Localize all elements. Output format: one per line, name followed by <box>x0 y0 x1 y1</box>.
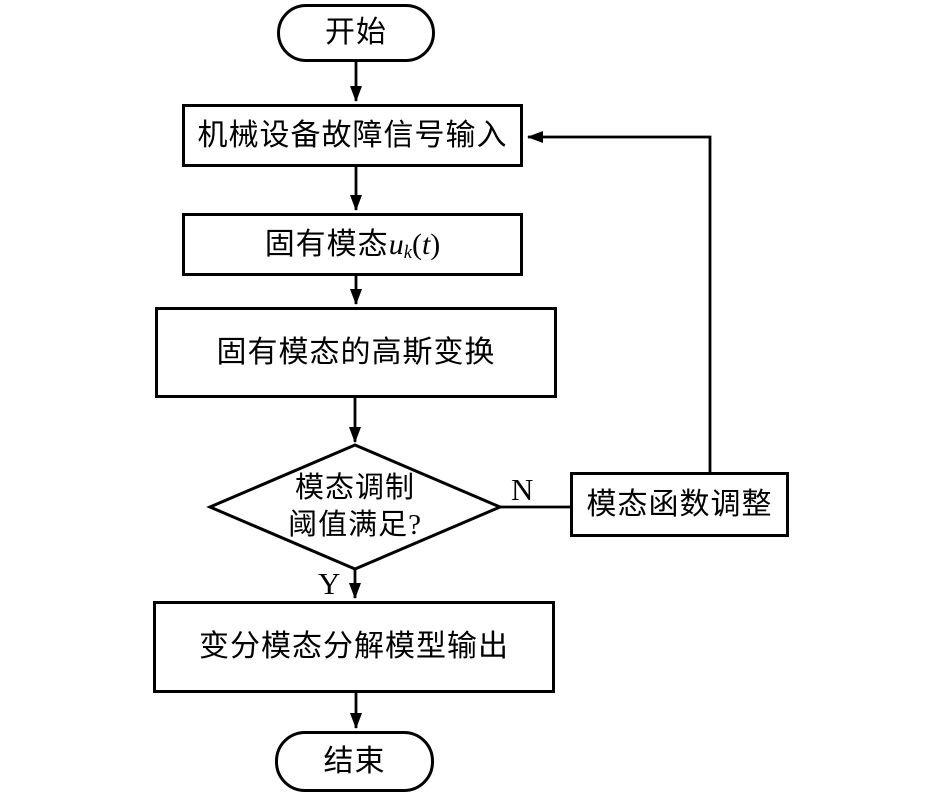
signal-input-node: 机械设备故障信号输入 <box>182 104 523 167</box>
decision-node: 模态调制 阈值满足? <box>245 458 465 556</box>
mode-adjust-label: 模态函数调整 <box>586 487 773 521</box>
end-label: 结束 <box>323 744 386 778</box>
edge-label-no: N <box>511 472 534 507</box>
edge-label-yes: Y <box>318 566 341 601</box>
intrinsic-mode-label: 固有模态uk(t) <box>264 227 441 264</box>
model-output-node: 变分模态分解模型输出 <box>153 601 555 693</box>
gaussian-transform-label: 固有模态的高斯变换 <box>216 335 496 369</box>
decision-diamond-shape <box>206 443 504 571</box>
signal-input-label: 机械设备故障信号输入 <box>197 118 508 152</box>
connector-adjust-feedback-to-input <box>527 131 712 472</box>
intrinsic-mode-node: 固有模态uk(t) <box>182 213 523 276</box>
gaussian-transform-node: 固有模态的高斯变换 <box>155 307 557 398</box>
start-node: 开始 <box>277 4 435 62</box>
model-output-label: 变分模态分解模型输出 <box>199 630 509 663</box>
start-label: 开始 <box>325 16 387 49</box>
decision-label-line1: 模态调制 <box>294 471 415 504</box>
decision-label-line2: 阈值满足? <box>288 509 422 541</box>
mode-adjust-node: 模态函数调整 <box>570 472 789 537</box>
end-node: 结束 <box>275 731 434 792</box>
